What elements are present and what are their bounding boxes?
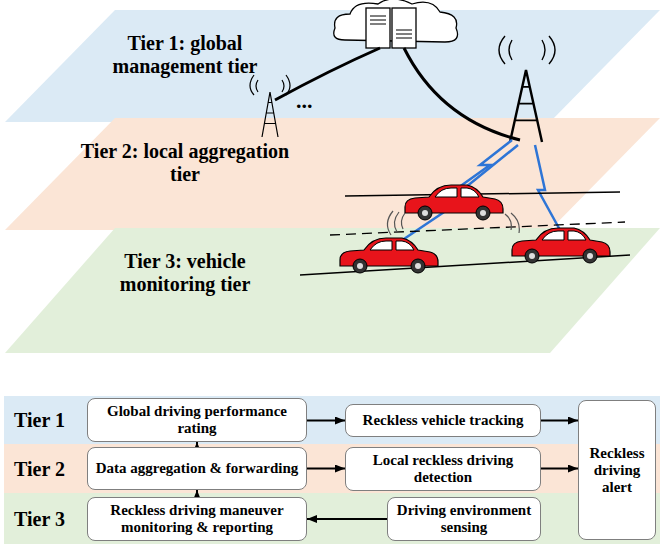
- process-box: Reckless vehicle tracking: [345, 404, 541, 437]
- box-label: Global driving performance rating: [94, 403, 300, 437]
- process-box: Reckless driving maneuver monitoring & r…: [87, 497, 307, 541]
- ellipsis-label: ...: [296, 88, 313, 114]
- process-box: Reckless driving alert: [578, 400, 656, 540]
- tier-label: Tier 3: vehicle monitoring tier: [75, 250, 295, 296]
- tier-plane: Tier 2: local aggregation tier: [5, 118, 660, 230]
- process-box: Local reckless driving detection: [345, 447, 541, 491]
- plane-outline: [5, 228, 660, 353]
- process-box: Data aggregation & forwarding: [87, 447, 307, 490]
- tier-band: Tier 1 Global driving performance rating R…: [4, 396, 660, 444]
- plane-shape: [5, 118, 660, 230]
- plane-shape: [5, 228, 660, 353]
- plane-outline: [5, 118, 660, 230]
- tier-label: Tier 2: local aggregation tier: [75, 140, 295, 186]
- process-box: Global driving performance rating: [87, 398, 307, 442]
- tier-label: Tier 1: global management tier: [75, 32, 295, 78]
- box-label: Local reckless driving detection: [352, 452, 534, 486]
- tier-plane: Tier 3: vehicle monitoring tier: [5, 228, 660, 353]
- process-box: Driving environment sensing: [387, 497, 541, 541]
- tier-label: Tier 1: [14, 409, 65, 432]
- box-label: Data aggregation & forwarding: [96, 460, 299, 477]
- tier-band: Tier 3 Reckless driving maneuver monitori…: [4, 493, 660, 544]
- box-label: Reckless driving alert: [585, 445, 649, 496]
- box-label: Driving environment sensing: [394, 502, 534, 536]
- plane-shape: [5, 10, 660, 122]
- plane-outline: [5, 10, 660, 122]
- tier-label: Tier 2: [14, 457, 65, 480]
- tier-band: Tier 2 Data aggregation & forwarding Local…: [4, 444, 660, 493]
- box-label: Reckless vehicle tracking: [363, 412, 524, 429]
- box-label: Reckless driving maneuver monitoring & r…: [94, 502, 300, 536]
- tier-label: Tier 3: [14, 507, 65, 530]
- tier-plane: Tier 1: global management tier: [5, 10, 660, 122]
